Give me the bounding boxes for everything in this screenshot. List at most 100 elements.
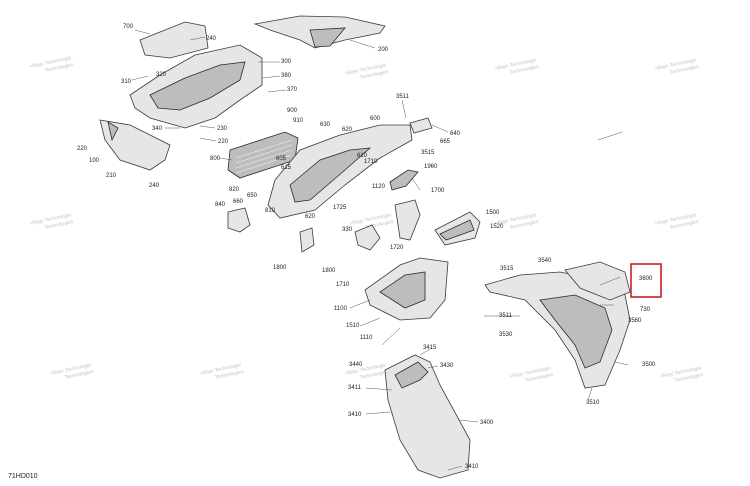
inner-fender-part xyxy=(379,271,426,309)
inner-panel-part xyxy=(394,199,421,241)
callout-label: 380 xyxy=(281,73,292,79)
callout-label: 700 xyxy=(123,24,134,30)
callout-label: 240 xyxy=(206,36,217,42)
callout-label: 210 xyxy=(106,173,117,179)
callout-label: 1800 xyxy=(273,265,287,271)
callout-label: 220 xyxy=(218,139,229,145)
highlight-box xyxy=(630,263,662,298)
callout-label: 340 xyxy=(152,126,163,132)
callout-label: 240 xyxy=(149,183,160,189)
callout-label: 1520 xyxy=(490,224,504,230)
callout-label: 3511 xyxy=(396,94,410,100)
side-panel-part xyxy=(564,261,631,301)
callout-label: 3411 xyxy=(348,385,362,391)
callout-label: 370 xyxy=(287,87,298,93)
bracket-part xyxy=(354,224,381,251)
callout-label: 1110 xyxy=(360,335,373,341)
callout-label: 3515 xyxy=(500,266,514,272)
callout-label: 3530 xyxy=(499,332,513,338)
callout-label: 600 xyxy=(370,116,381,122)
center-console-part xyxy=(149,61,246,111)
callout-label: 330 xyxy=(342,227,353,233)
callout-label: 900 xyxy=(287,108,298,114)
callout-label: 3511 xyxy=(499,313,513,319)
callout-label: 1725 xyxy=(333,205,347,211)
callout-label: 665 xyxy=(440,139,451,145)
trim-strip-part xyxy=(309,27,346,48)
left-side-panel-part xyxy=(99,119,171,171)
callout-label: 320 xyxy=(156,72,167,78)
callout-label: 1120 xyxy=(372,184,386,190)
callout-label: 100 xyxy=(89,158,100,164)
callout-label: 1700 xyxy=(431,188,445,194)
callout-label: 620 xyxy=(305,214,316,220)
rear-fender-part xyxy=(539,294,613,369)
callout-label: 3400 xyxy=(480,420,494,426)
callout-label: 640 xyxy=(450,131,461,137)
callout-label: 810 xyxy=(265,208,276,214)
callout-label: 1710 xyxy=(364,159,378,165)
callout-label: 3600 xyxy=(639,276,653,282)
leader-lines xyxy=(131,29,629,471)
lower-door-panel-part xyxy=(394,361,429,389)
fender-flare-part xyxy=(389,169,419,191)
callout-label: 605 xyxy=(276,156,287,162)
callout-label: 3430 xyxy=(440,363,454,369)
console-cover-part xyxy=(139,21,209,59)
callout-label: 1960 xyxy=(424,164,438,170)
diagram-code: 71HD010 xyxy=(8,473,38,480)
callout-labels: 700 240 200 300 380 310 320 370 900 910 … xyxy=(77,24,656,470)
callout-label: 230 xyxy=(217,126,228,132)
callout-label: 3410 xyxy=(465,464,479,470)
callout-label: 1500 xyxy=(486,210,500,216)
panel-part xyxy=(439,219,475,241)
callout-label: 1710 xyxy=(336,282,350,288)
callout-label: 1510 xyxy=(346,323,360,329)
callout-label: 220 xyxy=(77,146,88,152)
callout-label: 1720 xyxy=(390,245,404,251)
front-dash-part xyxy=(289,147,372,203)
callout-label: 3515 xyxy=(421,150,435,156)
callout-label: 610 xyxy=(357,153,368,159)
callout-label: 730 xyxy=(640,307,651,313)
grille-lines xyxy=(235,139,293,174)
callout-label: 630 xyxy=(320,122,331,128)
callout-label: 820 xyxy=(229,187,240,193)
callout-label: 1100 xyxy=(334,306,348,312)
callout-label: 840 xyxy=(215,202,226,208)
bracket-part xyxy=(409,117,433,134)
callout-label: 200 xyxy=(378,47,389,53)
callout-label: 3415 xyxy=(423,345,437,351)
callout-label: 3540 xyxy=(538,258,552,264)
callout-label: 800 xyxy=(210,156,221,162)
callout-label: 660 xyxy=(233,199,244,205)
small-panel-part xyxy=(227,207,251,233)
callout-label: 615 xyxy=(281,165,292,171)
callout-label: 3440 xyxy=(349,362,363,368)
callout-label: 3560 xyxy=(628,318,642,324)
callout-label: 3510 xyxy=(586,400,600,406)
callout-label: 3500 xyxy=(642,362,656,368)
callout-label: 620 xyxy=(342,127,353,133)
callout-label: 650 xyxy=(247,193,258,199)
callout-label: 300 xyxy=(281,59,292,65)
parts xyxy=(99,15,631,479)
callout-label: 910 xyxy=(293,118,304,124)
callout-label: 1800 xyxy=(322,268,336,274)
callout-label: 310 xyxy=(121,79,132,85)
bracket-part xyxy=(299,227,315,253)
left-side-panel-part xyxy=(107,121,119,142)
